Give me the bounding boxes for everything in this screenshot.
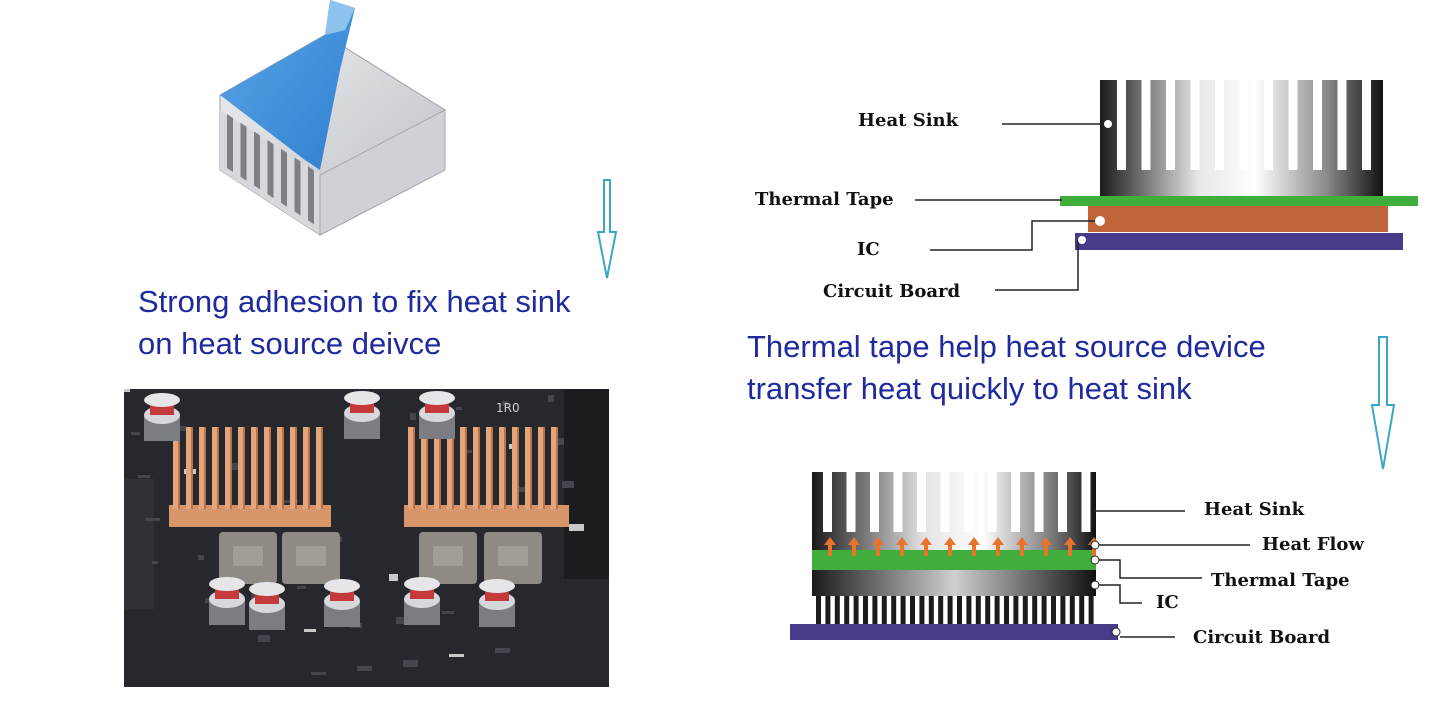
bottom-thermal-tape: [812, 550, 1096, 570]
top-label-heat-sink: Heat Sink: [858, 110, 959, 131]
top-label-circuit-board: Circuit Board: [823, 281, 961, 302]
top-layer-diagram: [915, 80, 1418, 291]
heat-flow-arrow: [1064, 537, 1076, 556]
heat-flow-arrow: [896, 537, 908, 556]
left-caption-line2: on heat source deivce: [138, 326, 442, 361]
bottom-label-circuit-board: Circuit Board: [1193, 627, 1331, 648]
bottom-circuit-board: [790, 624, 1118, 640]
heat-flow-arrow: [848, 537, 860, 556]
right-caption-line2: transfer heat quickly to heat sink: [747, 371, 1192, 406]
board-marking: 1R0: [496, 401, 520, 415]
left-caption-line1: Strong adhesion to fix heat sink: [138, 284, 571, 319]
bottom-label-heat-flow: Heat Flow: [1262, 534, 1364, 555]
top-ic: [1088, 206, 1388, 232]
right-caption-line1: Thermal tape help heat source device: [747, 329, 1266, 364]
bottom-heatflow-diagram: [790, 472, 1118, 640]
top-label-ic: IC: [857, 239, 880, 260]
top-thermal-tape: [1060, 196, 1418, 206]
circuit-board-photo: 1R0: [124, 389, 609, 687]
bottom-ic: [812, 570, 1096, 596]
heat-flow-arrow: [968, 537, 980, 556]
bottom-label-thermal-tape: Thermal Tape: [1211, 570, 1350, 591]
heat-flow-arrow: [920, 537, 932, 556]
heat-flow-arrow: [992, 537, 1004, 556]
top-circuit-board: [1075, 233, 1403, 250]
heatsink-with-tape-illustration: [219, 0, 446, 236]
heat-flow-arrow: [944, 537, 956, 556]
down-arrow-left: [596, 179, 618, 279]
top-label-thermal-tape: Thermal Tape: [755, 189, 894, 210]
bottom-label-ic: IC: [1156, 592, 1179, 613]
heat-flow-arrow: [1040, 537, 1052, 556]
heat-flow-arrow: [1016, 537, 1028, 556]
bottom-leader-lines: [1090, 510, 1250, 638]
bottom-label-heat-sink: Heat Sink: [1204, 499, 1305, 520]
down-arrow-right: [1370, 336, 1396, 470]
heat-flow-arrow: [824, 537, 836, 556]
heat-flow-arrow: [872, 537, 884, 556]
